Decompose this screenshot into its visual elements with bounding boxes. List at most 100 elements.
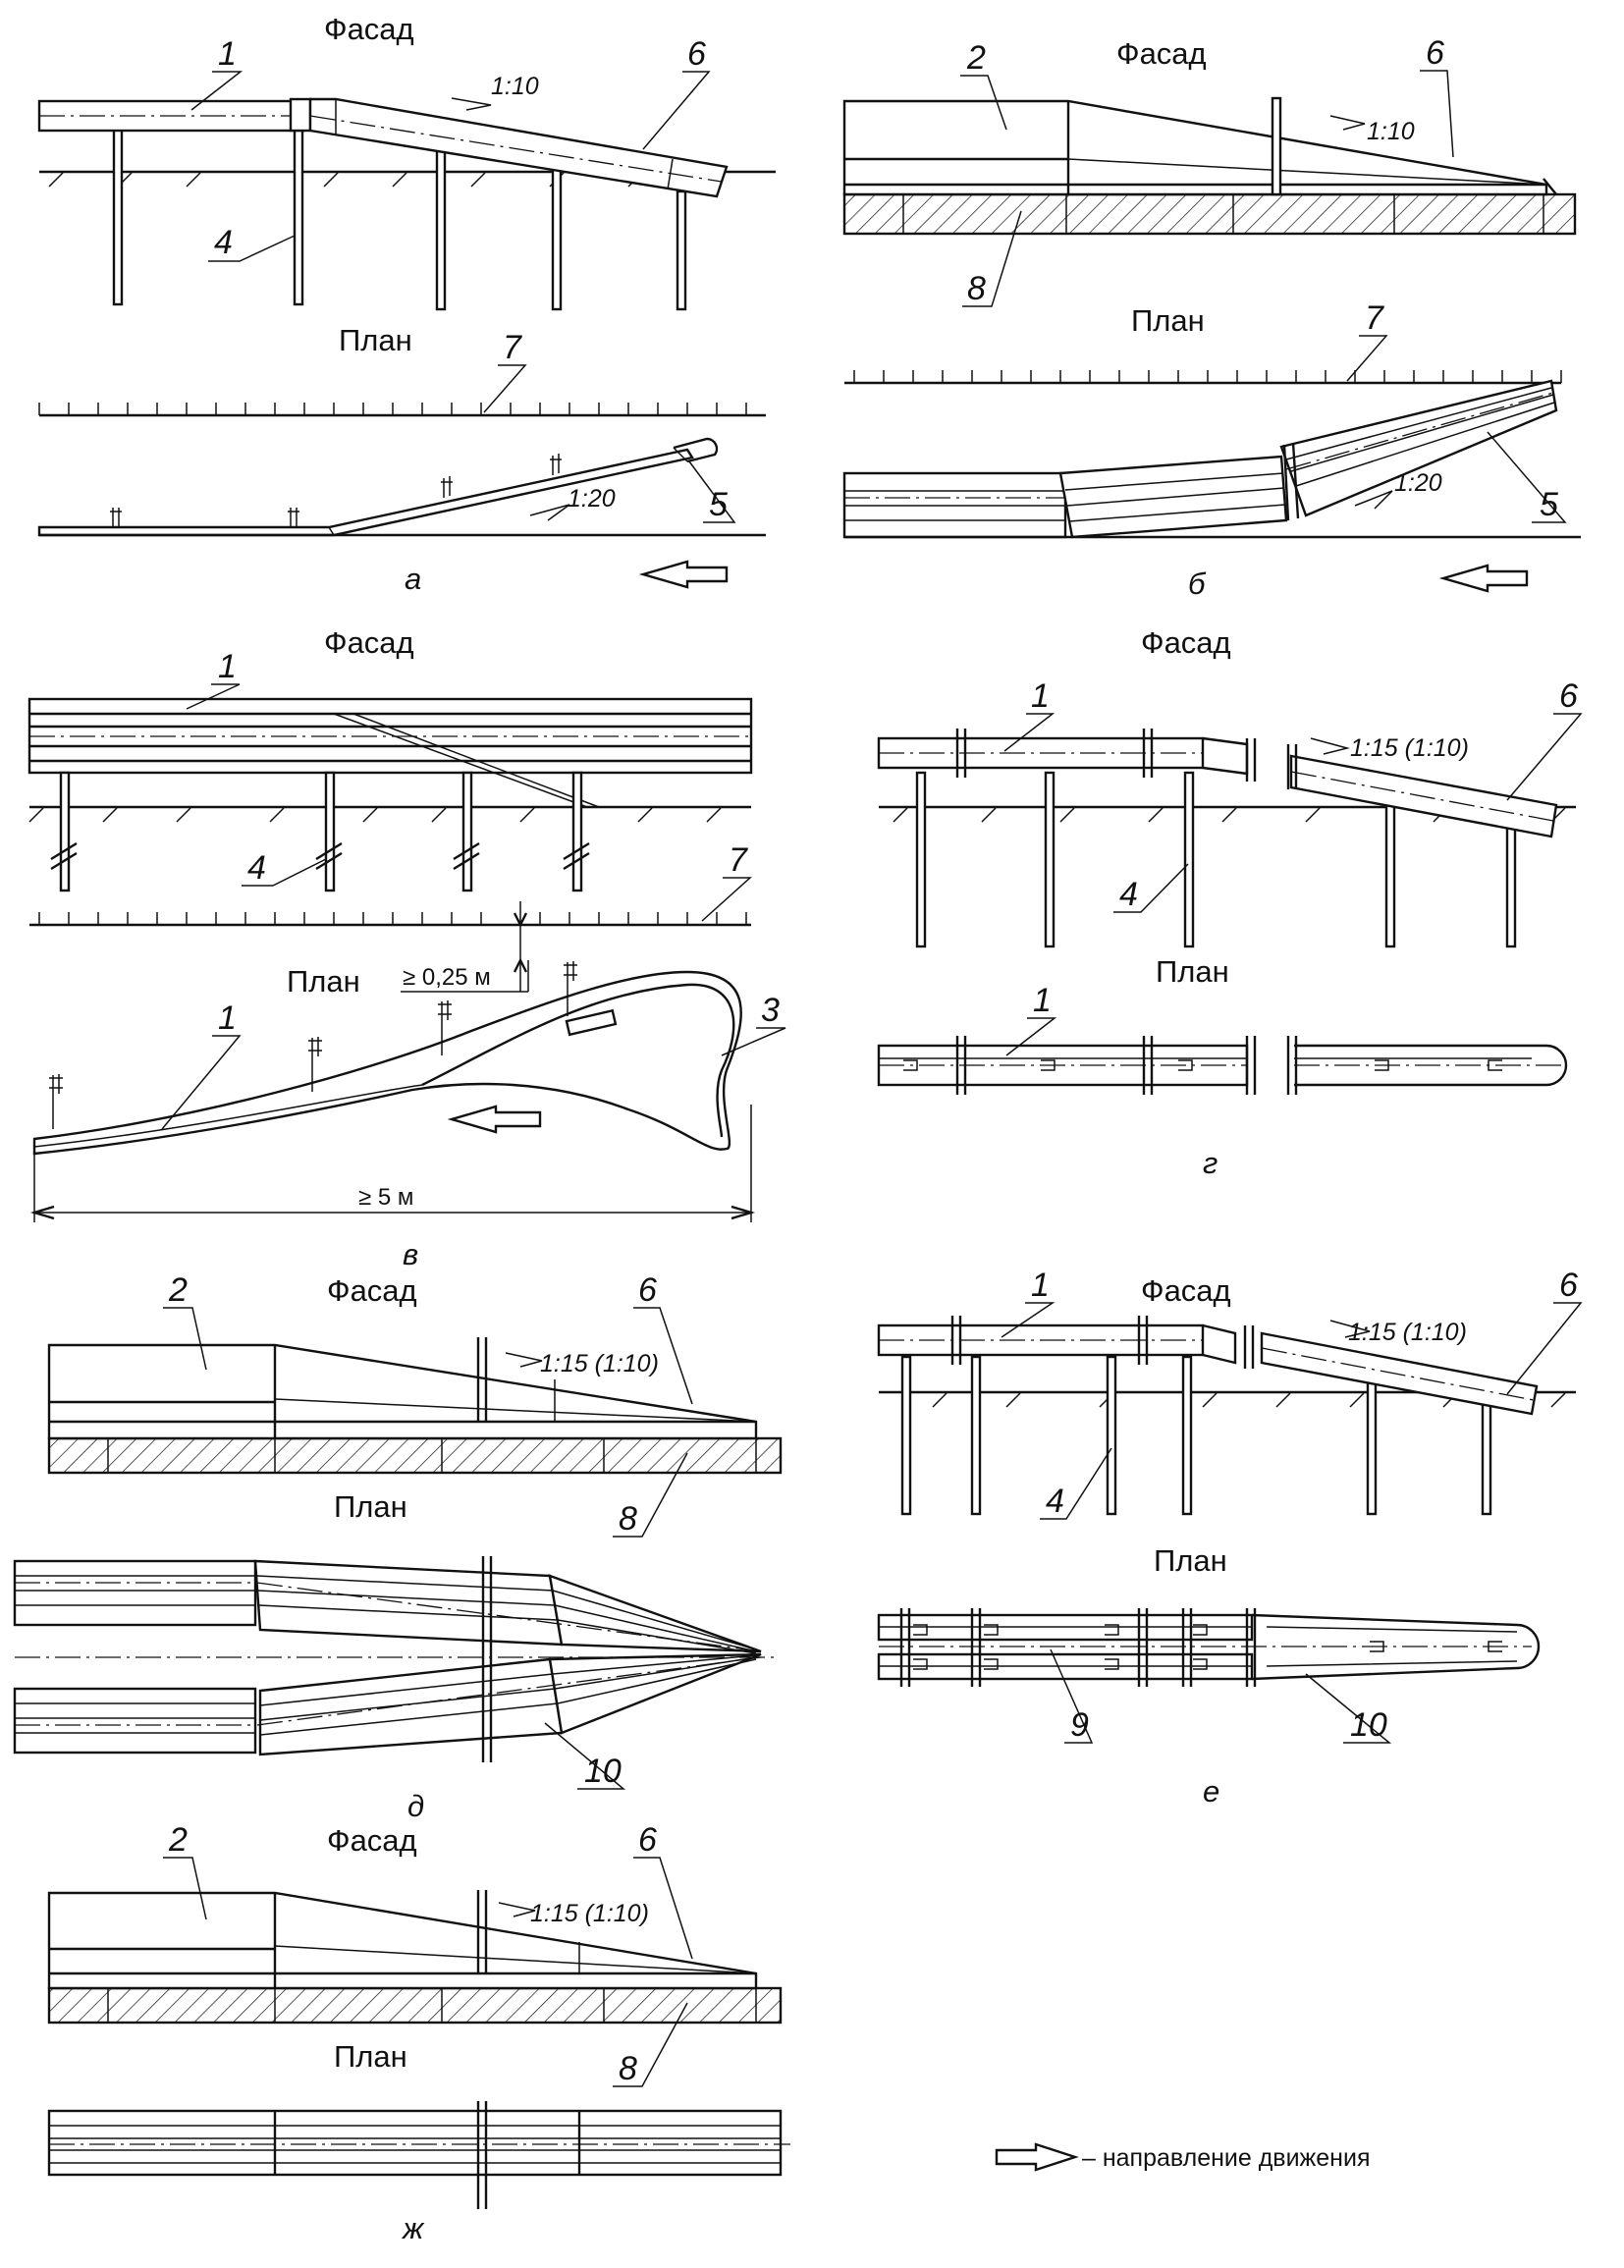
callout-2: 2 — [168, 1821, 188, 1859]
slope-mark — [451, 97, 492, 111]
barrier-plan-top — [13, 1559, 762, 1654]
slope-label: 1:10 — [1367, 118, 1415, 145]
panel-d: Фасад 1:15 (1:10) 2 6 8 Пла — [13, 1271, 783, 1823]
slope-mark — [1310, 737, 1350, 755]
length-dimension-label: ≥ 5 м — [358, 1184, 413, 1211]
edge-ticks — [853, 370, 1562, 383]
caption-e: е — [1203, 1774, 1219, 1809]
panel-b-facade: Фасад 1:10 2 6 8 — [842, 34, 1577, 307]
posts — [50, 771, 590, 892]
slope-mark — [1354, 490, 1393, 510]
callout-1: 1 — [218, 648, 237, 685]
panel-e: Фасад 1 — [877, 1267, 1583, 1809]
traffic-direction-arrow — [447, 1105, 542, 1134]
caption-g: г — [1203, 1146, 1218, 1180]
panel-a-facade: Фасад — [37, 12, 776, 311]
panel-zh-plan-title: План — [334, 2039, 407, 2074]
concrete-barrier — [47, 1343, 758, 1440]
panel-d-facade: Фасад 1:15 (1:10) 2 6 8 — [47, 1271, 783, 1538]
edge-ticks — [38, 912, 747, 925]
edge-ticks — [38, 403, 747, 415]
slope-label: 1:20 — [1394, 469, 1442, 497]
panel-b: Фасад 1:10 2 6 8 — [842, 34, 1581, 601]
panel-v-plan-title: План — [287, 964, 360, 999]
slope-mark — [529, 504, 570, 521]
length-dimension: ≥ 5 м — [29, 1105, 756, 1222]
slope-label: 1:15 (1:10) — [540, 1350, 659, 1377]
panel-a-plan-title: План — [339, 323, 412, 357]
panel-zh-plan: План ж — [47, 2039, 790, 2245]
panel-g-facade: Фасад 1 — [877, 625, 1583, 948]
slope-label: 1:15 (1:10) — [1350, 734, 1469, 762]
callout-4: 4 — [247, 849, 266, 887]
callout-7: 7 — [503, 329, 522, 366]
beam-sloped — [1286, 744, 1558, 838]
callout-8: 8 — [619, 1500, 637, 1538]
posts — [900, 1355, 1492, 1516]
callout-1: 1 — [1031, 1267, 1050, 1304]
panel-g-facade-title: Фасад — [1141, 625, 1231, 660]
panel-zh-facade: Фасад 1:15 (1:10) 2 6 8 — [47, 1821, 783, 2087]
legend-arrow-icon — [995, 2142, 1079, 2172]
callout-1: 1 — [1033, 982, 1052, 1019]
callout-2: 2 — [168, 1271, 188, 1309]
beam-horizontal — [877, 729, 1257, 782]
panel-e-plan-title: План — [1154, 1543, 1227, 1578]
traffic-direction-arrow — [1438, 564, 1529, 593]
caption-d: д — [407, 1789, 424, 1823]
post — [476, 1337, 488, 1422]
callout-8: 8 — [967, 270, 986, 307]
caption-v: в — [403, 1237, 418, 1271]
panel-e-facade: Фасад 1 — [877, 1267, 1583, 1520]
hatched-base — [47, 1436, 783, 1475]
gap-dimension: ≥ 0,25 м — [401, 901, 529, 993]
callout-6: 6 — [687, 35, 706, 73]
beam-horizontal — [27, 697, 753, 808]
post-brackets — [49, 961, 577, 1129]
slope-label: 1:10 — [491, 73, 539, 100]
panel-d-plan: План 10 — [13, 1489, 776, 1823]
panel-b-facade-title: Фасад — [1116, 36, 1207, 71]
beam-horizontal — [37, 97, 312, 133]
barrier-plan-bottom — [13, 1652, 762, 1756]
callout-8: 8 — [619, 2050, 637, 2087]
callout-7: 7 — [1365, 299, 1384, 337]
callout-1: 1 — [1031, 677, 1050, 715]
callout-6: 6 — [1559, 677, 1578, 715]
panel-v-plan: План ≥ 0,25 м — [29, 901, 786, 1271]
rail-plan — [877, 1036, 1568, 1095]
caption-b: б — [1188, 567, 1207, 601]
gap-dimension-label: ≥ 0,25 м — [403, 964, 491, 991]
traffic-direction-arrow — [638, 560, 729, 589]
legend: – направление движения — [995, 2142, 1371, 2172]
callout-4: 4 — [1119, 876, 1138, 913]
rail-plan — [37, 437, 766, 537]
panel-b-plan: План 7 — [842, 299, 1581, 601]
callout-3: 3 — [761, 992, 780, 1029]
panel-b-plan-title: План — [1131, 303, 1205, 338]
callout-2: 2 — [966, 39, 986, 77]
panel-g-plan: План 1 г — [877, 954, 1568, 1180]
beam-horizontal — [877, 1316, 1255, 1369]
loop-terminal — [32, 970, 742, 1156]
barrier-plan — [842, 379, 1581, 539]
beam-sloped — [308, 97, 729, 198]
ground-hatch — [28, 807, 722, 823]
hatched-base — [842, 192, 1577, 236]
post — [1271, 96, 1282, 196]
slope-mark — [1329, 1320, 1371, 1338]
callout-5: 5 — [1540, 486, 1558, 523]
panel-v: Фасад 1 — [27, 625, 786, 1271]
callout-4: 4 — [1046, 1483, 1064, 1520]
slope-label: 1:15 (1:10) — [530, 1900, 649, 1927]
callout-4: 4 — [214, 224, 233, 261]
concrete-barrier — [842, 99, 1557, 196]
slope-mark — [498, 1902, 536, 1917]
panel-a: Фасад — [37, 12, 776, 596]
panel-e-facade-title: Фасад — [1141, 1273, 1231, 1308]
slope-label: 1:15 (1:10) — [1348, 1319, 1467, 1346]
post — [481, 1556, 493, 1762]
caption-zh: ж — [401, 2211, 425, 2245]
post-brackets — [110, 454, 562, 527]
legend-text: – направление движения — [1082, 2144, 1371, 2172]
